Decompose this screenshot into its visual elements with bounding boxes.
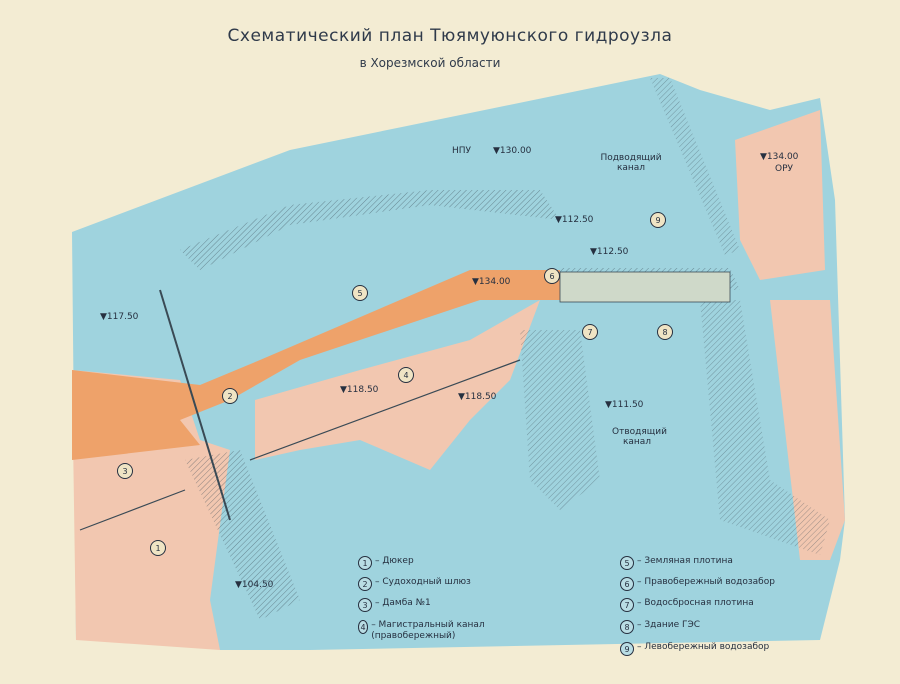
marker-7: 7	[582, 324, 598, 340]
level-118-50-left: ▼118.50	[340, 385, 379, 395]
legend-num: 6	[620, 577, 634, 591]
land-central	[255, 300, 540, 470]
embankment-supply-right	[650, 78, 740, 255]
legend-item-4: 4 – Магистральный канал (правобережный)	[358, 620, 508, 642]
legend-item-9: 9 – Левобережный водозабор	[620, 642, 769, 656]
npu-label: НПУ	[452, 146, 472, 156]
marker-9: 9	[650, 212, 666, 228]
legend-text: – Левобережный водозабор	[637, 642, 770, 652]
legend-text: – Правобережный водозабор	[637, 577, 775, 587]
ship-lock	[159, 289, 231, 521]
level-104-50: ▼104.50	[235, 580, 274, 590]
embankment-outlet-right	[700, 300, 830, 555]
legend-text: – Водосбросная плотина	[637, 598, 754, 608]
oru-label: ОРУ	[775, 164, 793, 174]
marker-3: 3	[117, 463, 133, 479]
embankment-upper	[180, 190, 560, 270]
land-right-lower	[770, 300, 845, 560]
level-112-50-upper: ▼112.50	[555, 215, 594, 225]
legend-num: 1	[358, 556, 372, 570]
supply-canal-label: Подводящий канал	[600, 153, 662, 173]
legend-num: 3	[358, 598, 372, 612]
legend-num: 8	[620, 620, 634, 634]
npu-level-label: ▼130.00	[493, 146, 532, 156]
legend-text: – Дюкер	[375, 556, 414, 566]
marker-6: 6	[544, 268, 560, 284]
legend-item-3: 3 – Дамба №1	[358, 598, 431, 612]
earth-dam-strip	[72, 270, 560, 420]
level-112-50-lower: ▼112.50	[590, 247, 629, 257]
legend-text: – Судоходный шлюз	[375, 577, 471, 587]
legend-item-1: 1 – Дюкер	[358, 556, 414, 570]
level-117-50: ▼117.50	[100, 312, 139, 322]
map-title: Схематический план Тюямуюнского гидроузл…	[227, 26, 673, 46]
legend-text: – Здание ГЭС	[637, 620, 701, 630]
legend-num: 7	[620, 598, 634, 612]
marker-5: 5	[352, 285, 368, 301]
level-111-50: ▼111.50	[605, 400, 644, 410]
legend-num: 2	[358, 577, 372, 591]
legend-text: – Земляная плотина	[637, 556, 733, 566]
legend-item-6: 6 – Правобережный водозабор	[620, 577, 775, 591]
oru-level-label: ▼134.00	[760, 152, 799, 162]
legend-item-5: 5 – Земляная плотина	[620, 556, 733, 570]
main-canal	[249, 359, 521, 461]
marker-1: 1	[150, 540, 166, 556]
land-right-bank	[735, 110, 825, 280]
legend-item-7: 7 – Водосбросная плотина	[620, 598, 754, 612]
dam-left-arm	[72, 420, 200, 460]
outlet-canal-label: Отводящий канал	[612, 427, 667, 447]
legend-text: – Дамба №1	[375, 598, 431, 608]
legend-num: 4	[358, 620, 369, 634]
legend-text: – Магистральный канал (правобережный)	[371, 620, 485, 641]
embankment-canal-left	[185, 450, 300, 620]
level-118-50-right: ▼118.50	[458, 392, 497, 402]
marker-2: 2	[222, 388, 238, 404]
legend-num: 5	[620, 556, 634, 570]
duker-line	[79, 489, 186, 531]
map-subtitle: в Хорезмской области	[359, 56, 501, 70]
marker-8: 8	[657, 324, 673, 340]
embankment-outlet-left	[520, 330, 600, 510]
marker-4: 4	[398, 367, 414, 383]
level-134-00: ▼134.00	[472, 277, 511, 287]
spillway-dam	[559, 271, 731, 303]
legend-item-8: 8 – Здание ГЭС	[620, 620, 700, 634]
legend-num: 9	[620, 642, 634, 656]
legend-item-2: 2 – Судоходный шлюз	[358, 577, 471, 591]
